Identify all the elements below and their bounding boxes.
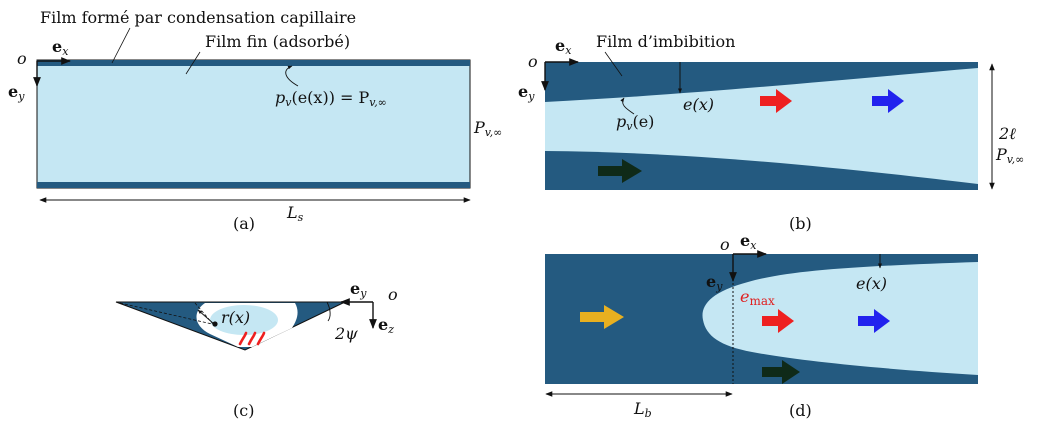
- panel-d: o ex ey emax e(x) Lb (d): [545, 231, 978, 420]
- panel-a-channel: [36, 59, 471, 189]
- panel-c-radius-label: r(x): [221, 308, 250, 327]
- panel-a-bottom-film: [37, 182, 470, 188]
- panel-a-annotation-thin: Film fin (adsorbé): [205, 32, 350, 51]
- panel-d-thickness-label: e(x): [856, 274, 887, 293]
- panel-c-ey-label: ey: [350, 279, 367, 300]
- panel-a-pressure: Pv,∞: [473, 118, 502, 139]
- panel-b-ex-label: ex: [555, 36, 572, 57]
- panel-c-vapor-bubble: [210, 305, 278, 335]
- panel-b-origin: o: [528, 52, 538, 71]
- panel-d-ey-label: ey: [706, 272, 723, 293]
- panel-a-annotation-capillary-pointer: [111, 27, 131, 64]
- panel-c-angle-arc: [326, 301, 331, 322]
- panel-b-ey-label: ey: [518, 82, 535, 103]
- panel-a-equation: pv(e(x)) = Pv,∞: [275, 88, 387, 109]
- panel-b: Film d’imbibition o ex ey e(x) pv(e) 2ℓ …: [518, 32, 1024, 233]
- panel-c-heat-marks: [238, 331, 266, 346]
- panel-b-width-label: 2ℓ: [998, 124, 1016, 143]
- panel-a-equation-pointer: [285, 65, 299, 87]
- panel-d-red-flow-arrow: [762, 309, 794, 333]
- panel-b-top-film: [545, 62, 978, 102]
- panel-b-bottom-film: [545, 151, 978, 190]
- panel-b-red-flow-arrow: [760, 89, 792, 113]
- panel-c-radius-arrow: [197, 309, 215, 325]
- panel-b-pv-pointer: [620, 97, 635, 115]
- panel-c: r(x) ey o ez 2ψ (c): [115, 279, 398, 420]
- panel-a-origin: o: [17, 49, 27, 68]
- panel-d-ex-label: ex: [740, 231, 757, 252]
- panel-a-annotation-capillary: Film formé par condensation capillaire: [40, 8, 356, 27]
- panel-c-label: (c): [233, 401, 254, 420]
- panel-b-annotation: Film d’imbibition: [596, 32, 735, 51]
- panel-d-length-label: Lb: [633, 399, 652, 420]
- panel-a-ey-label: ey: [8, 82, 25, 103]
- panel-d-label: (d): [789, 401, 812, 420]
- panel-c-radius-dashed-1: [119, 302, 213, 325]
- panel-c-origin: o: [388, 285, 398, 304]
- panel-c-center-dot: [212, 321, 218, 327]
- panel-b-pressure: Pv,∞: [995, 145, 1024, 166]
- panel-a-annotation-thin-pointer: [185, 51, 201, 75]
- panel-b-label: (b): [789, 214, 812, 233]
- panel-b-pv-label: pv(e): [616, 112, 654, 133]
- panel-d-blue-flow-arrow: [858, 309, 890, 333]
- panel-b-thickness-label: e(x): [683, 95, 714, 114]
- panel-b-annotation-pointer: [604, 51, 623, 77]
- panel-d-dark-flow-arrow: [762, 360, 800, 384]
- panel-a-top-film: [37, 60, 470, 66]
- panel-a-label: (a): [233, 214, 255, 233]
- panel-a-length-label: Ls: [286, 203, 304, 224]
- panel-c-angle-label: 2ψ: [334, 324, 358, 343]
- panel-d-emax-label: emax: [740, 287, 775, 308]
- panel-b-dark-flow-arrow: [598, 159, 642, 183]
- panel-d-yellow-flow-arrow: [580, 305, 624, 329]
- panel-d-origin: o: [720, 235, 730, 254]
- panel-c-ez-label: ez: [378, 315, 394, 336]
- panel-a: Film formé par condensation capillaire F…: [8, 8, 502, 233]
- panel-a-ex-label: ex: [52, 37, 69, 58]
- panel-d-vapor-finger: [702, 262, 978, 375]
- panel-b-blue-flow-arrow: [872, 89, 904, 113]
